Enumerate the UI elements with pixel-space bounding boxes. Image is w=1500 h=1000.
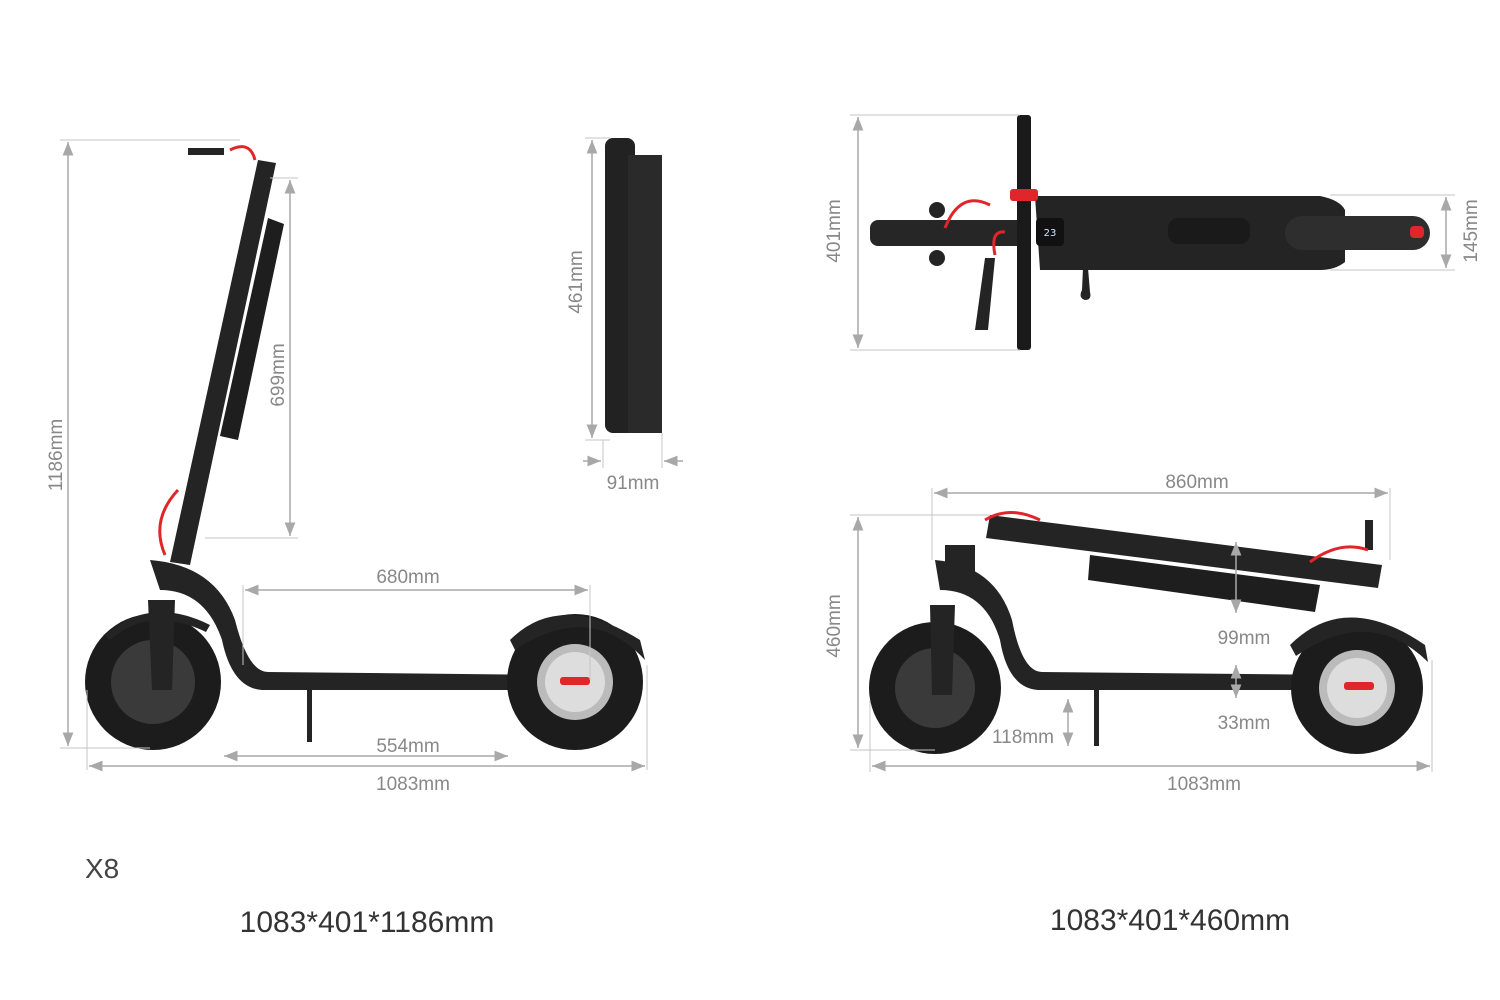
deck-length-label: 680mm (376, 567, 439, 588)
battery-dimensions: 461mm 91mm (566, 137, 683, 494)
unfolded-scooter-drawing (85, 145, 645, 750)
top-view-drawing: 23 (870, 115, 1430, 350)
battery-thickness-label: 99mm (1218, 628, 1271, 649)
top-width-label: 401mm (824, 199, 845, 262)
display-reading: 23 (1044, 228, 1057, 239)
battery-drawing (605, 138, 662, 433)
folded-length-label: 860mm (1165, 472, 1228, 493)
folded-length-overall-label: 1083mm (1167, 774, 1241, 795)
folded-dimensions: 860mm 460mm 99mm 33mm 118mm 1083mm (824, 472, 1433, 795)
wheel-gap-label: 554mm (376, 736, 439, 757)
top-view-dimensions: 401mm 145mm (824, 114, 1482, 351)
folded-scooter-drawing (869, 511, 1428, 754)
stem-battery-label: 699mm (268, 343, 289, 406)
unfolded-length-label: 1083mm (376, 774, 450, 795)
rear-width-label: 145mm (1461, 199, 1482, 262)
folded-overall-dimensions: 1083*401*460mm (1050, 904, 1290, 937)
unfolded-overall-dimensions: 1083*401*1186mm (240, 906, 495, 939)
unfolded-height-label: 1186mm (46, 419, 67, 492)
ground-clearance-label: 118mm (992, 727, 1054, 748)
unfolded-dimensions: 1186mm 699mm 680mm 554mm 1083mm (46, 139, 648, 795)
folded-height-label: 460mm (824, 594, 845, 657)
model-name: X8 (85, 853, 119, 884)
battery-height-label: 461mm (566, 250, 587, 313)
deck-clearance-label: 33mm (1218, 713, 1271, 734)
battery-width-label: 91mm (607, 473, 660, 494)
